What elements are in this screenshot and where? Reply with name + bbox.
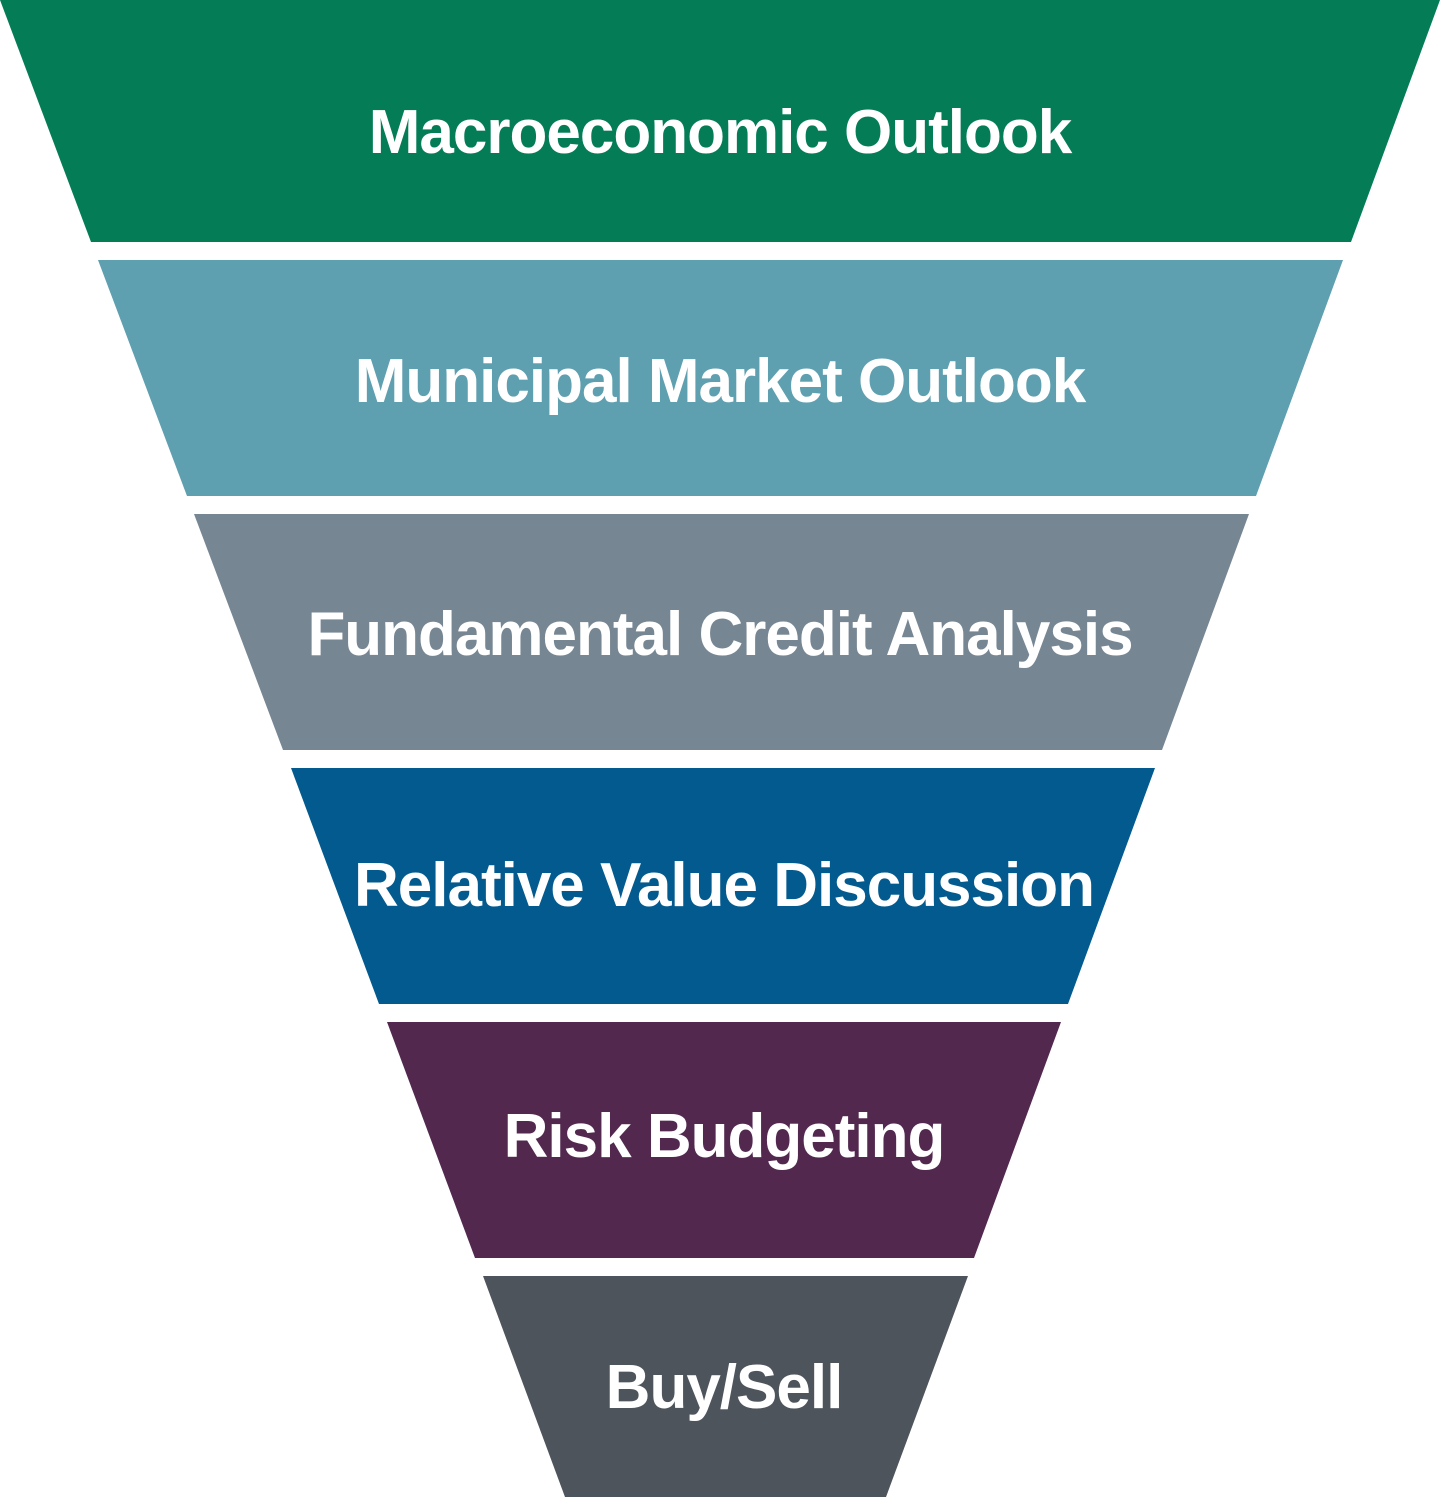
funnel-stage-municipal-market-outlook: Municipal Market Outlook bbox=[98, 260, 1343, 496]
funnel-stage-risk-budgeting: Risk Budgeting bbox=[387, 1022, 1061, 1258]
funnel-stage-shape bbox=[0, 0, 1440, 242]
funnel-stage-label: Relative Value Discussion bbox=[354, 851, 1094, 920]
funnel-stage-label: Risk Budgeting bbox=[504, 1102, 945, 1171]
funnel-stage-label: Buy/Sell bbox=[606, 1353, 843, 1422]
funnel-stage-fundamental-credit-analysis: Fundamental Credit Analysis bbox=[194, 514, 1249, 750]
funnel-stage-buy-sell: Buy/Sell bbox=[483, 1276, 968, 1497]
funnel-stage-label: Municipal Market Outlook bbox=[355, 347, 1087, 416]
funnel-stage-shape bbox=[98, 260, 1343, 496]
funnel-stage-shape bbox=[194, 514, 1249, 750]
funnel-stage-macroeconomic-outlook: Macroeconomic Outlook bbox=[0, 0, 1440, 242]
funnel-stage-shape bbox=[291, 768, 1155, 1004]
funnel-stage-shape bbox=[483, 1276, 968, 1497]
funnel-stage-label: Fundamental Credit Analysis bbox=[307, 600, 1132, 669]
funnel-stage-relative-value-discussion: Relative Value Discussion bbox=[291, 768, 1155, 1004]
funnel-stage-label: Macroeconomic Outlook bbox=[369, 98, 1073, 167]
funnel-stage-shape bbox=[387, 1022, 1061, 1258]
